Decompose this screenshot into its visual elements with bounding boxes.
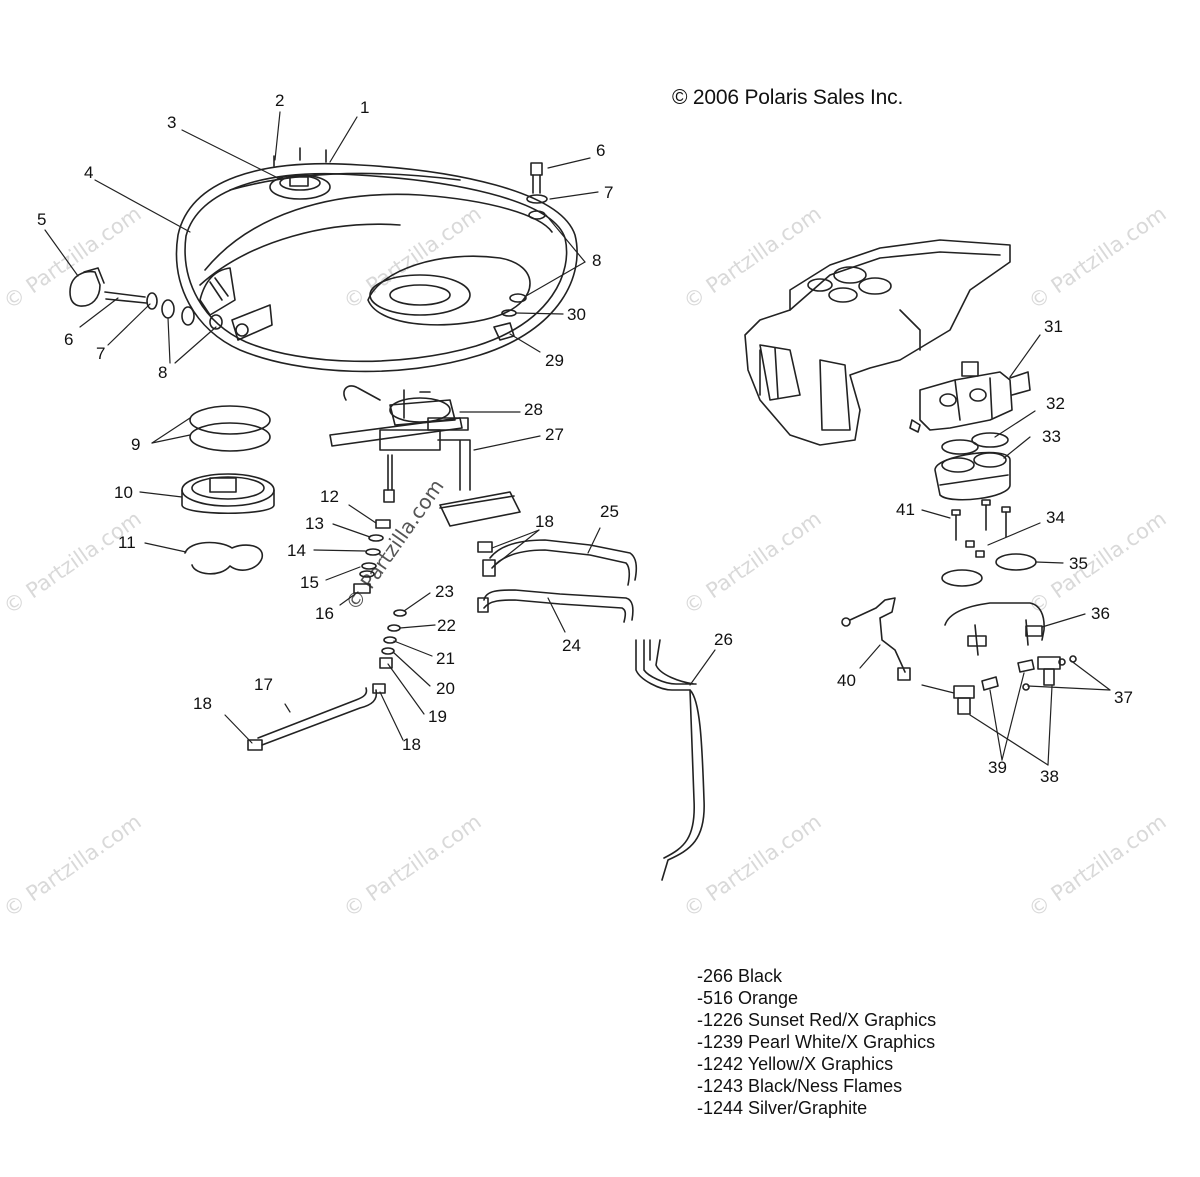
callout-14: 14 <box>287 541 306 560</box>
fuel-line-part <box>483 589 634 623</box>
callout-18-low: 18 <box>402 735 421 754</box>
callout-37: 37 <box>1114 688 1133 707</box>
cap-part <box>69 270 101 307</box>
fitting-stack <box>353 519 407 694</box>
legend-item: -1239 Pearl White/X Graphics <box>697 1032 936 1052</box>
callout-11: 11 <box>118 533 136 552</box>
watermark: © Partzilla.com <box>1024 809 1171 922</box>
sensor-part <box>849 597 906 673</box>
watermark: © Partzilla.com <box>1024 201 1171 314</box>
bolts-part <box>955 504 1007 541</box>
callout-23: 23 <box>435 582 454 601</box>
callout-18-left: 18 <box>193 694 212 713</box>
injector-clip-part <box>981 659 1035 691</box>
callout-12: 12 <box>320 487 339 506</box>
callout-26: 26 <box>714 630 733 649</box>
callout-34: 34 <box>1046 508 1065 527</box>
clamp-part <box>995 553 1037 571</box>
legend-item: -1244 Silver/Graphite <box>697 1098 868 1118</box>
callout-6-left: 6 <box>64 330 73 349</box>
leader-lines <box>44 111 1111 766</box>
pin-part <box>104 291 147 304</box>
callout-25: 25 <box>600 502 619 521</box>
callout-19: 19 <box>428 707 447 726</box>
fuel-rail-part <box>944 602 1045 656</box>
callout-17: 17 <box>254 675 273 694</box>
airbox-part <box>744 239 1011 446</box>
callout-16: 16 <box>315 604 334 623</box>
callout-21: 21 <box>436 649 455 668</box>
callout-8-right: 8 <box>592 251 601 270</box>
legend-item: -1242 Yellow/X Graphics <box>697 1054 894 1074</box>
retainer-clip-part <box>184 541 263 575</box>
injector-part <box>953 656 1061 715</box>
callout-10: 10 <box>114 483 133 502</box>
callout-24: 24 <box>562 636 581 655</box>
pump-flange-part <box>181 473 275 514</box>
watermark: © Partzilla.com <box>679 506 826 619</box>
fuel-tank-part <box>175 162 578 373</box>
callout-2: 2 <box>275 91 284 110</box>
callout-30: 30 <box>567 305 586 324</box>
callout-5: 5 <box>37 210 46 229</box>
callout-29: 29 <box>545 351 564 370</box>
callout-6-right: 6 <box>596 141 605 160</box>
watermark: © Partzilla.com <box>339 201 486 314</box>
watermark: © Partzilla.com <box>339 809 486 922</box>
callout-32: 32 <box>1046 394 1065 413</box>
callout-8-left: 8 <box>158 363 167 382</box>
callout-15: 15 <box>300 573 319 592</box>
legend-item: -516 Orange <box>697 988 799 1008</box>
callout-18-upper: 18 <box>535 512 554 531</box>
callout-labels: 1 2 3 4 5 6 7 8 6 7 8 30 29 9 10 11 28 2… <box>37 91 1133 786</box>
o-ring-part <box>971 432 1009 448</box>
intake-adapter-part <box>934 451 1011 501</box>
callout-27: 27 <box>545 425 564 444</box>
bolt-part <box>530 162 543 176</box>
throttle-body-part <box>909 361 1031 433</box>
callout-20: 20 <box>436 679 455 698</box>
fuel-pump-part <box>329 385 521 527</box>
o-ring-part <box>189 422 271 452</box>
callout-41: 41 <box>896 500 915 519</box>
legend-item: -266 Black <box>697 966 783 986</box>
copyright-notice: © 2006 Polaris Sales Inc. <box>672 86 904 109</box>
callout-7-right: 7 <box>604 183 613 202</box>
callout-22: 22 <box>437 616 456 635</box>
fuel-line-part <box>489 539 638 586</box>
callout-33: 33 <box>1042 427 1061 446</box>
watermark: © Partzilla.com <box>0 809 146 922</box>
watermark: © Partzilla.com <box>0 201 146 314</box>
callout-9: 9 <box>131 435 140 454</box>
callout-7-left: 7 <box>96 344 105 363</box>
tank-bolts <box>273 147 327 167</box>
callout-36: 36 <box>1091 604 1110 623</box>
fuel-hose-part <box>257 687 378 746</box>
callout-13: 13 <box>305 514 324 533</box>
callout-1: 1 <box>360 98 369 117</box>
callout-3: 3 <box>167 113 176 132</box>
callout-4: 4 <box>84 163 93 182</box>
legend-item: -1226 Sunset Red/X Graphics <box>697 1010 937 1030</box>
watermark: © Partzilla.com <box>0 506 146 619</box>
o-ring-part <box>189 405 271 435</box>
legend-item: -1243 Black/Ness Flames <box>697 1076 903 1096</box>
callout-35: 35 <box>1069 554 1088 573</box>
callout-38: 38 <box>1040 767 1059 786</box>
vent-line-part <box>635 639 705 881</box>
callout-28: 28 <box>524 400 543 419</box>
callout-40: 40 <box>837 671 856 690</box>
clamp-part <box>941 569 983 587</box>
callout-31: 31 <box>1044 317 1063 336</box>
color-code-legend: -266 Black -516 Orange -1226 Sunset Red/… <box>697 965 936 1119</box>
callout-39: 39 <box>988 758 1007 777</box>
o-ring-part <box>941 439 979 455</box>
